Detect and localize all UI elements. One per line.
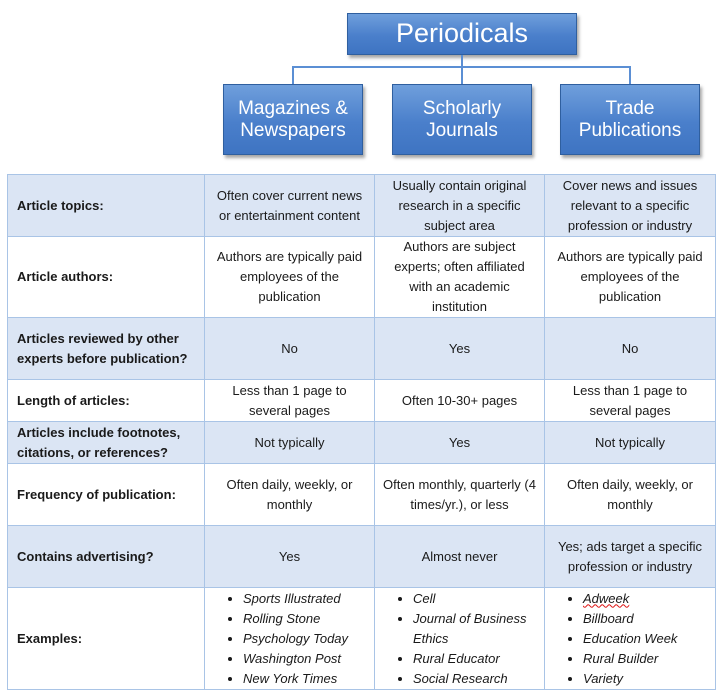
list-item: New York Times xyxy=(243,669,368,689)
cell-scholarly: Usually contain original research in a s… xyxy=(374,174,545,237)
list-item: Journal of Business Ethics xyxy=(413,609,538,649)
cell-trade: Adweek Billboard Education Week Rural Bu… xyxy=(544,587,716,690)
examples-list-trade: Adweek Billboard Education Week Rural Bu… xyxy=(551,589,709,689)
list-item: Variety xyxy=(583,669,709,689)
magazines-newspapers-box: Magazines & Newspapers xyxy=(223,84,363,155)
cell-trade: Often daily, weekly, or monthly xyxy=(544,463,716,526)
list-item: Education Week xyxy=(583,629,709,649)
examples-list-magazines: Sports Illustrated Rolling Stone Psychol… xyxy=(211,589,368,689)
cell-scholarly: Yes xyxy=(374,421,545,464)
table-row-advertising: Contains advertising? Yes Almost never Y… xyxy=(7,525,716,588)
scholarly-journals-box: Scholarly Journals xyxy=(392,84,532,155)
table-row-footnotes: Articles include footnotes, citations, o… xyxy=(7,421,716,464)
cell-magazines: Authors are typically paid employees of … xyxy=(204,236,375,318)
table-row-reviewed: Articles reviewed by other experts befor… xyxy=(7,317,716,380)
row-header: Articles reviewed by other experts befor… xyxy=(7,317,205,380)
cell-scholarly: Authors are subject experts; often affil… xyxy=(374,236,545,318)
cell-trade: No xyxy=(544,317,716,380)
cell-magazines: Less than 1 page to several pages xyxy=(204,379,375,422)
list-item: Rolling Stone xyxy=(243,609,368,629)
cell-magazines: Often daily, weekly, or monthly xyxy=(204,463,375,526)
cell-magazines: Not typically xyxy=(204,421,375,464)
row-header: Length of articles: xyxy=(7,379,205,422)
cell-trade: Yes; ads target a specific profession or… xyxy=(544,525,716,588)
trade-publications-box: Trade Publications xyxy=(560,84,700,155)
list-item: Cell xyxy=(413,589,538,609)
table-row-authors: Article authors: Authors are typically p… xyxy=(7,236,716,318)
cell-magazines: Sports Illustrated Rolling Stone Psychol… xyxy=(204,587,375,690)
list-item: Billboard xyxy=(583,609,709,629)
row-header: Article authors: xyxy=(7,236,205,318)
list-item: Sports Illustrated xyxy=(243,589,368,609)
cell-scholarly: Often 10-30+ pages xyxy=(374,379,545,422)
cell-scholarly: Often monthly, quarterly (4 times/yr.), … xyxy=(374,463,545,526)
connector-vertical-root xyxy=(461,55,463,67)
cell-trade: Not typically xyxy=(544,421,716,464)
cell-trade: Cover news and issues relevant to a spec… xyxy=(544,174,716,237)
list-item: Psychology Today xyxy=(243,629,368,649)
connector-middle xyxy=(461,66,463,84)
row-header: Contains advertising? xyxy=(7,525,205,588)
spellcheck-word: Adweek xyxy=(583,590,630,606)
comparison-table: Article topics: Often cover current news… xyxy=(7,174,716,690)
cell-scholarly: Yes xyxy=(374,317,545,380)
cell-scholarly: Almost never xyxy=(374,525,545,588)
cell-trade: Authors are typically paid employees of … xyxy=(544,236,716,318)
connector-right xyxy=(629,66,631,84)
cell-trade: Less than 1 page to several pages xyxy=(544,379,716,422)
table-row-length: Length of articles: Less than 1 page to … xyxy=(7,379,716,422)
table-row-examples: Examples: Sports Illustrated Rolling Sto… xyxy=(7,587,716,690)
cell-magazines: Yes xyxy=(204,525,375,588)
list-item: Rural Builder xyxy=(583,649,709,669)
examples-list-scholarly: Cell Journal of Business Ethics Rural Ed… xyxy=(381,589,538,689)
row-header: Article topics: xyxy=(7,174,205,237)
row-header: Examples: xyxy=(7,587,205,690)
table-row-frequency: Frequency of publication: Often daily, w… xyxy=(7,463,716,526)
cell-magazines: No xyxy=(204,317,375,380)
list-item: Washington Post xyxy=(243,649,368,669)
list-item: Adweek xyxy=(583,589,709,609)
table-row-topics: Article topics: Often cover current news… xyxy=(7,174,716,237)
list-item: Social Research xyxy=(413,669,538,689)
row-header: Frequency of publication: xyxy=(7,463,205,526)
connector-left xyxy=(292,66,294,84)
row-header: Articles include footnotes, citations, o… xyxy=(7,421,205,464)
list-item: Rural Educator xyxy=(413,649,538,669)
cell-magazines: Often cover current news or entertainmen… xyxy=(204,174,375,237)
cell-scholarly: Cell Journal of Business Ethics Rural Ed… xyxy=(374,587,545,690)
periodicals-box: Periodicals xyxy=(347,13,577,55)
